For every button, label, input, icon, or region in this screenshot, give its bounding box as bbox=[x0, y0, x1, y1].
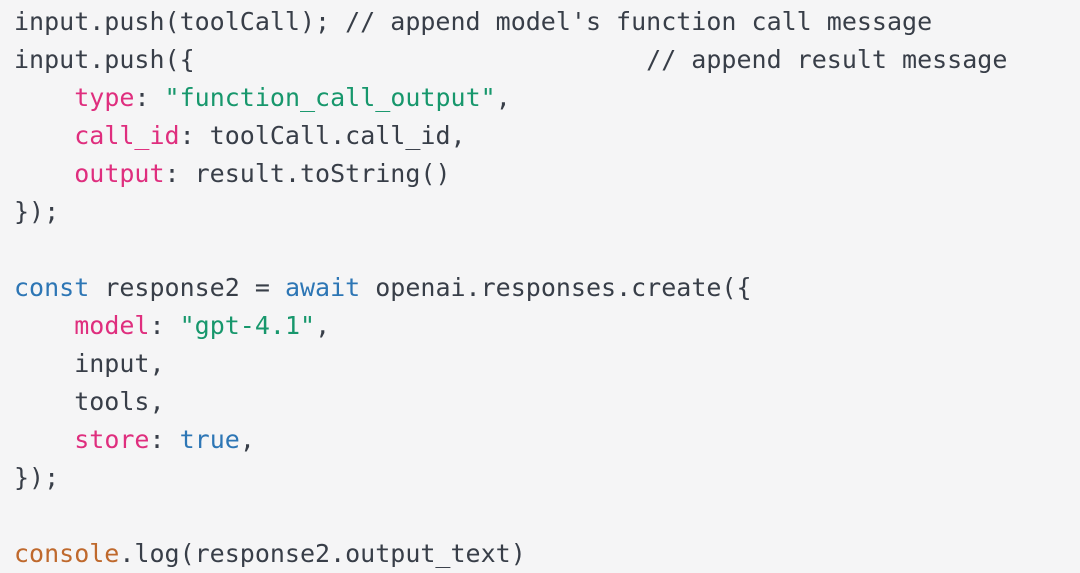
code-line bbox=[14, 231, 1072, 269]
code-line: output: result.toString() bbox=[14, 155, 1072, 193]
code-token-default: : result.toString() bbox=[164, 159, 451, 188]
code-token-default bbox=[14, 121, 74, 150]
code-content: input.push(toolCall); // append model's … bbox=[14, 3, 1072, 573]
code-token-default: : bbox=[134, 83, 165, 112]
code-token-keyword: await bbox=[284, 273, 361, 302]
code-token-keyword: const bbox=[14, 273, 90, 302]
code-line: tools, bbox=[14, 383, 1072, 421]
code-token-default: .log(response2.output_text) bbox=[119, 539, 526, 568]
code-line: input.push(toolCall); // append model's … bbox=[14, 3, 1072, 41]
code-token-property: call_id bbox=[74, 121, 180, 150]
code-token-property: model bbox=[74, 311, 150, 340]
code-line bbox=[14, 497, 1072, 535]
code-line: const response2 = await openai.responses… bbox=[14, 269, 1072, 307]
code-token-keyword: true bbox=[179, 425, 240, 454]
code-token-default: , bbox=[495, 83, 511, 112]
code-token-default: : bbox=[149, 425, 180, 454]
code-token-default: : bbox=[149, 311, 180, 340]
code-token-default: input.push(toolCall); // append model's … bbox=[14, 7, 933, 36]
code-token-builtin: console bbox=[14, 539, 120, 568]
code-line: input, bbox=[14, 345, 1072, 383]
code-token-default: }); bbox=[14, 463, 60, 492]
code-line: model: "gpt-4.1", bbox=[14, 307, 1072, 345]
code-token-default: input.push({ // append result message bbox=[14, 45, 1008, 74]
code-line: store: true, bbox=[14, 421, 1072, 459]
code-token-default bbox=[14, 311, 74, 340]
code-token-default: response2 = bbox=[89, 273, 285, 302]
code-token-default bbox=[14, 425, 74, 454]
code-token-default: , bbox=[239, 425, 255, 454]
code-token-default: : toolCall.call_id, bbox=[179, 121, 466, 150]
code-line: input.push({ // append result message bbox=[14, 41, 1072, 79]
code-line: }); bbox=[14, 459, 1072, 497]
code-line: console.log(response2.output_text) bbox=[14, 535, 1072, 573]
code-token-default: openai.responses.create({ bbox=[360, 273, 752, 302]
code-line: }); bbox=[14, 193, 1072, 231]
code-token-property: store bbox=[74, 425, 150, 454]
code-token-string: "function_call_output" bbox=[164, 83, 496, 112]
code-token-property: output bbox=[74, 159, 165, 188]
code-token-default bbox=[14, 83, 74, 112]
code-token-string: "gpt-4.1" bbox=[179, 311, 316, 340]
code-token-default: , bbox=[315, 311, 331, 340]
code-token-default: }); bbox=[14, 197, 60, 226]
code-token-default: input, bbox=[14, 349, 165, 378]
code-line: type: "function_call_output", bbox=[14, 79, 1072, 117]
code-token-default bbox=[14, 159, 74, 188]
code-line: call_id: toolCall.call_id, bbox=[14, 117, 1072, 155]
code-token-default: tools, bbox=[14, 387, 165, 416]
code-token-property: type bbox=[74, 83, 135, 112]
